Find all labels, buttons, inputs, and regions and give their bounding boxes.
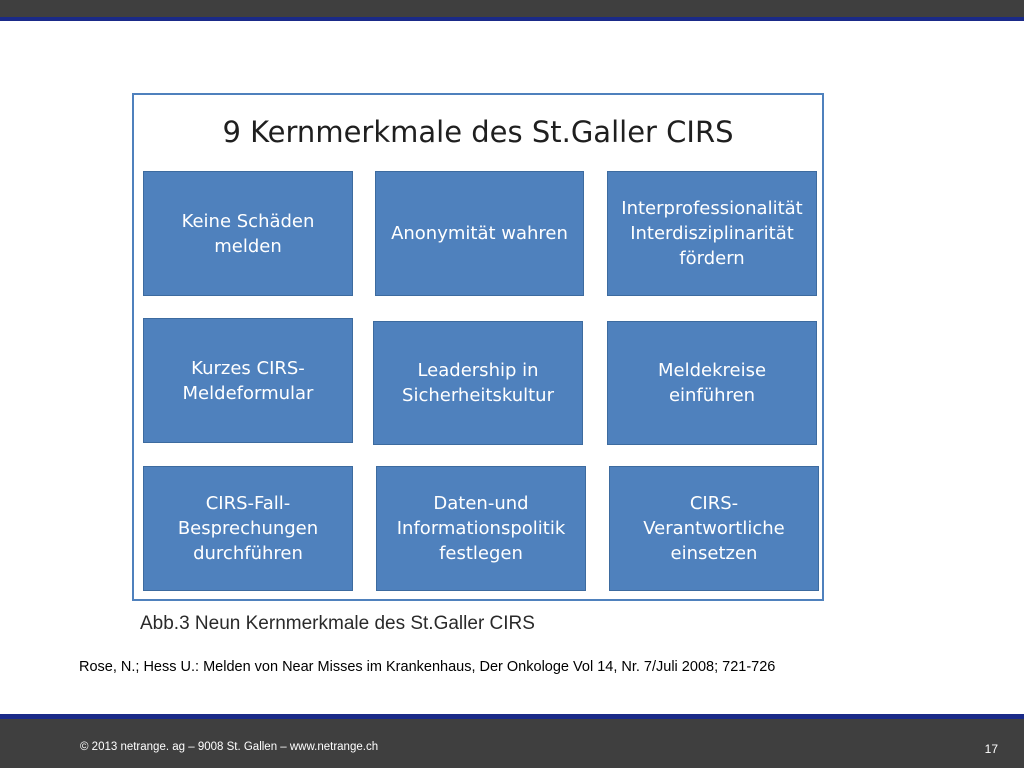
feature-box-4: Kurzes CIRS- Meldeformular [143, 318, 353, 443]
figure-frame: 9 Kernmerkmale des St.Galler CIRS Keine … [132, 93, 824, 601]
bottom-accent-line [0, 714, 1024, 719]
feature-box-1: Keine Schäden melden [143, 171, 353, 296]
feature-box-6: Meldekreise einführen [607, 321, 817, 445]
page-number: 17 [984, 742, 998, 756]
figure-caption: Abb.3 Neun Kernmerkmale des St.Galler CI… [140, 613, 535, 634]
feature-box-8: Daten-und Informationspolitik festlegen [376, 466, 586, 591]
feature-box-5: Leadership in Sicherheitskultur [373, 321, 583, 445]
footer-bar [0, 719, 1024, 768]
top-accent-line [0, 17, 1024, 21]
footer-copyright: © 2013 netrange. ag – 9008 St. Gallen – … [80, 741, 379, 753]
feature-box-2: Anonymität wahren [375, 171, 584, 296]
feature-box-7: CIRS-Fall- Besprechungen durchführen [143, 466, 353, 591]
figure-title: 9 Kernmerkmale des St.Galler CIRS [222, 115, 734, 149]
top-bar [0, 0, 1024, 17]
citation-text: Rose, N.; Hess U.: Melden von Near Misse… [79, 659, 776, 675]
feature-box-9: CIRS- Verantwortliche einsetzen [609, 466, 819, 591]
feature-box-3: Interprofessionalität Interdisziplinarit… [607, 171, 817, 296]
